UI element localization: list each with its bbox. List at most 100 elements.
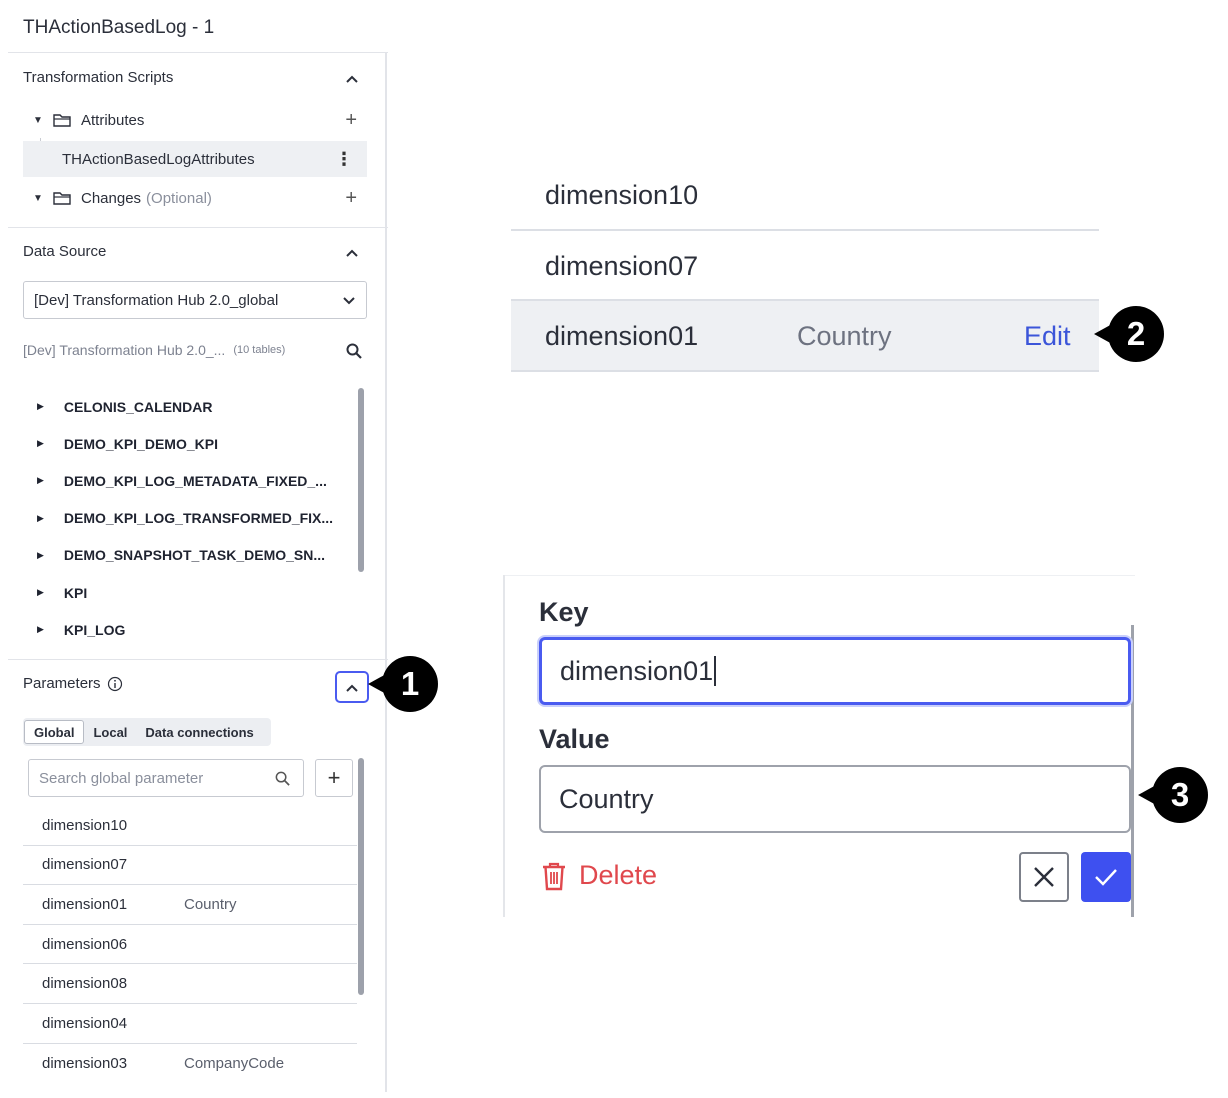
folder-hint: (Optional)	[146, 189, 212, 207]
callout-3: 3	[1138, 767, 1208, 823]
caret-right-icon[interactable]: ▶	[37, 512, 44, 523]
cancel-button[interactable]	[1019, 852, 1069, 902]
parameter-row[interactable]: dimension06	[23, 925, 357, 965]
chevron-down-icon	[343, 297, 355, 305]
edit-link[interactable]: Edit	[1024, 320, 1071, 351]
add-icon[interactable]: +	[345, 109, 357, 131]
transformation-scripts-heading: Transformation Scripts	[23, 69, 174, 86]
caret-down-icon[interactable]: ▼	[33, 192, 43, 204]
key-input[interactable]: dimension01	[539, 637, 1131, 705]
app-title: THActionBasedLog - 1	[23, 17, 215, 38]
table-item[interactable]: ▶ DEMO_KPI_LOG_TRANSFORMED_FIX...	[23, 500, 353, 537]
parameter-key: dimension10	[545, 179, 699, 210]
row-divider	[511, 370, 1099, 372]
table-item[interactable]: ▶ DEMO_SNAPSHOT_TASK_DEMO_SN...	[23, 537, 353, 574]
parameter-key: dimension07	[545, 250, 699, 281]
data-source-info: [Dev] Transformation Hub 2.0_... (10 tab…	[23, 342, 362, 359]
parameter-key: dimension07	[42, 856, 128, 874]
add-icon[interactable]: +	[345, 187, 357, 209]
data-source-select[interactable]: [Dev] Transformation Hub 2.0_global	[23, 281, 367, 319]
close-icon	[1034, 867, 1054, 887]
row-divider	[511, 229, 1099, 231]
folder-attributes[interactable]: ▼ Attributes +	[23, 102, 367, 138]
left-panel: THActionBasedLog - 1 Transformation Scri…	[0, 0, 390, 1098]
parameter-key: dimension01	[42, 895, 128, 913]
data-source-heading: Data Source	[23, 243, 107, 260]
parameter-row[interactable]: dimension10	[23, 806, 357, 846]
table-name: DEMO_SNAPSHOT_TASK_DEMO_SN...	[63, 547, 326, 564]
caret-right-icon[interactable]: ▶	[37, 587, 44, 598]
key-label: Key	[539, 597, 589, 627]
caret-down-icon[interactable]: ▼	[33, 114, 43, 126]
callout-1: 1	[368, 656, 438, 712]
table-item[interactable]: ▶DEMO_KPI_LOG_METADATA_FIXED_...	[23, 462, 353, 499]
form-scrollbar	[1131, 625, 1134, 917]
caret-right-icon[interactable]: ▶	[37, 475, 44, 486]
zoom-parameter-row[interactable]: dimension07	[511, 231, 1099, 301]
value-input-value: Country	[559, 783, 654, 814]
tab-local[interactable]: Local	[93, 724, 128, 740]
parameters-collapse-button[interactable]	[335, 671, 369, 703]
table-name: KPI_LOG	[63, 621, 126, 638]
chevron-up-icon	[346, 684, 358, 692]
folder-changes[interactable]: ▼ Changes (Optional) +	[23, 180, 367, 216]
parameter-key: dimension10	[42, 816, 128, 834]
search-icon[interactable]	[345, 342, 363, 360]
more-vertical-icon[interactable]: ⋮	[335, 148, 353, 169]
caret-right-icon[interactable]: ▶	[37, 401, 44, 412]
delete-button[interactable]: Delete	[541, 860, 657, 891]
tab-global[interactable]: Global	[24, 720, 85, 744]
parameter-key: dimension03	[42, 1054, 128, 1072]
parameter-row[interactable]: dimension07	[23, 846, 357, 886]
text-cursor	[714, 656, 717, 686]
caret-right-icon[interactable]: ▶	[37, 624, 44, 635]
parameter-key: dimension06	[42, 935, 128, 953]
parameter-row[interactable]: dimension08	[23, 964, 357, 1004]
caret-right-icon[interactable]: ▶	[37, 549, 44, 560]
folder-icon	[53, 114, 71, 127]
value-input[interactable]: Country	[539, 765, 1131, 833]
divider	[8, 227, 388, 228]
table-name: DEMO_KPI_LOG_TRANSFORMED_FIX...	[63, 510, 334, 527]
zoom-parameter-row[interactable]: dimension10	[511, 160, 1099, 230]
script-file-label: THActionBasedLogAttributes	[62, 150, 255, 168]
zoom-parameter-row-selected[interactable]: dimension01 Country Edit	[511, 301, 1099, 371]
row-divider	[511, 299, 1099, 301]
table-item[interactable]: ▶ CELONIS_CALENDAR	[23, 388, 353, 425]
table-item[interactable]: ▶ DEMO_KPI_DEMO_KPI	[23, 425, 353, 462]
divider	[8, 659, 388, 660]
parameter-row[interactable]: dimension03 CompanyCode	[23, 1044, 357, 1084]
tables-scrollbar[interactable]	[358, 388, 364, 572]
data-source-selected: [Dev] Transformation Hub 2.0_global	[34, 291, 279, 309]
parameter-search[interactable]	[28, 759, 304, 797]
chevron-up-icon[interactable]	[344, 71, 360, 87]
key-input-value: dimension01	[560, 655, 714, 686]
form-border	[503, 575, 1135, 576]
table-count: (10 tables)	[233, 344, 286, 356]
search-icon	[275, 771, 290, 786]
panel-border	[385, 52, 387, 1092]
chevron-up-icon[interactable]	[344, 245, 360, 261]
parameter-search-input[interactable]	[39, 769, 269, 787]
table-name: DEMO_KPI_DEMO_KPI	[63, 435, 218, 452]
table-name: CELONIS_CALENDAR	[63, 398, 213, 415]
trash-icon	[543, 862, 565, 890]
parameter-value: CompanyCode	[184, 1054, 285, 1072]
table-item[interactable]: ▶ KPI_LOG	[23, 611, 353, 648]
parameters-heading: Parameters	[23, 675, 101, 692]
parameters-scrollbar[interactable]	[358, 758, 364, 995]
info-icon[interactable]	[107, 676, 123, 692]
add-parameter-button[interactable]: +	[315, 759, 353, 797]
value-label: Value	[539, 724, 610, 754]
folder-label: Attributes	[81, 111, 145, 129]
parameter-row[interactable]: dimension04	[23, 1004, 357, 1044]
parameter-key: dimension01	[545, 320, 699, 351]
table-item[interactable]: ▶KPI	[23, 574, 353, 611]
caret-right-icon[interactable]: ▶	[37, 438, 44, 449]
table-list: ▶CELONIS_CALENDAR ▶DEMO_KPI_DEMO_KPI ▶DE…	[23, 388, 353, 648]
tab-data-connections[interactable]: Data connections	[145, 724, 254, 740]
confirm-button[interactable]	[1081, 852, 1131, 902]
script-file-item[interactable]: THActionBasedLogAttributes ⋮	[23, 141, 367, 177]
